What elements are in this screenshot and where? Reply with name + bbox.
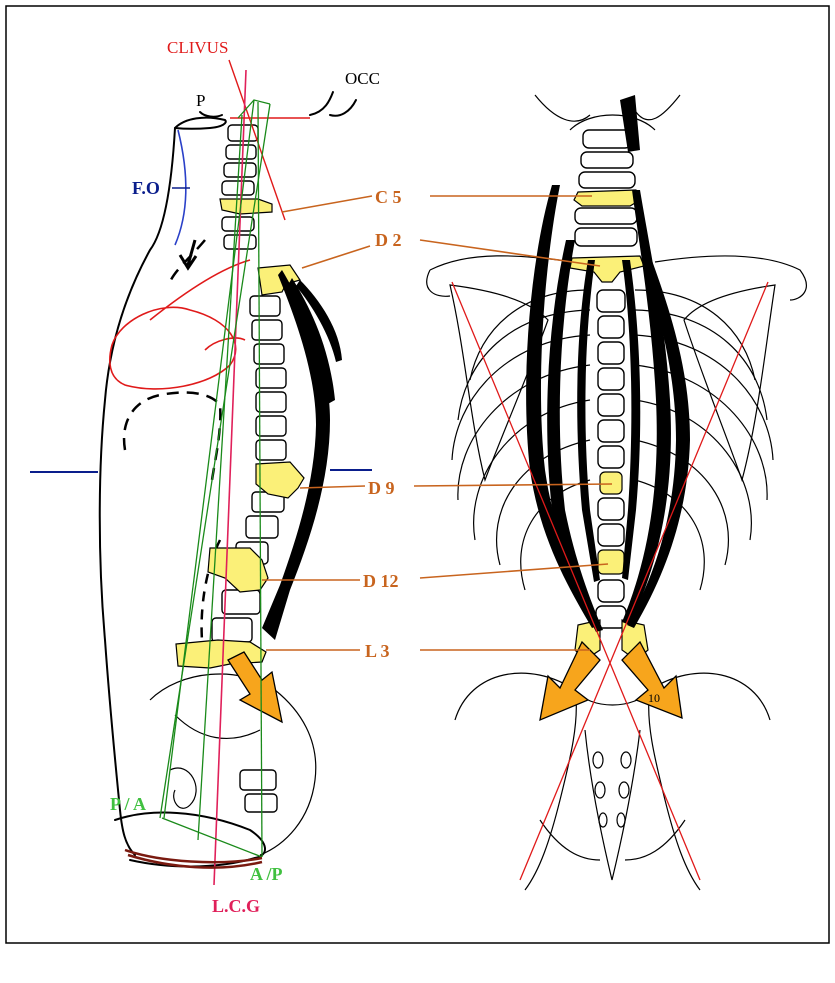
d2-vertebra-posterior [570, 256, 644, 282]
occiput-curve [310, 92, 356, 116]
occ-label: OCC [345, 69, 380, 88]
p-marker [200, 112, 222, 117]
posterior-view: 10 [427, 95, 807, 890]
pelvis-outline [150, 674, 316, 855]
d9-label: D 9 [368, 478, 395, 498]
neck-top [175, 118, 226, 129]
p-label: P [196, 91, 205, 110]
l3-vertebra-lateral [176, 640, 266, 668]
c5-vertebra-lateral [220, 199, 272, 214]
lateral-view [30, 60, 372, 885]
arrow-number-label: 10 [648, 691, 660, 705]
clivus-label: CLIVUS [167, 38, 228, 57]
pa-label: P / A [110, 794, 146, 814]
l3-label: L 3 [365, 641, 390, 661]
body-outline [100, 128, 175, 855]
posterior-pelvis [455, 673, 770, 890]
fo-label: F.O [132, 178, 160, 198]
orange-arrow-posterior-right [622, 642, 682, 718]
d2-label: D 2 [375, 230, 402, 250]
c5-vertebra-posterior [574, 190, 640, 206]
green-lines [160, 100, 270, 857]
d9-vertebra-posterior [600, 472, 622, 494]
lcg-label: L.C.G [212, 896, 260, 916]
scapula-dashed [124, 240, 220, 480]
sacrum-holes [593, 752, 631, 827]
ap-label: A /P [250, 864, 283, 884]
d12-vertebra-posterior [598, 550, 624, 574]
c5-label: C 5 [375, 187, 402, 207]
cervical-arrow [180, 240, 196, 268]
skull-base [535, 95, 680, 130]
posterior-thoracic [596, 290, 626, 628]
brown-pelvic-line [125, 850, 262, 868]
d12-label: D 12 [363, 571, 399, 591]
